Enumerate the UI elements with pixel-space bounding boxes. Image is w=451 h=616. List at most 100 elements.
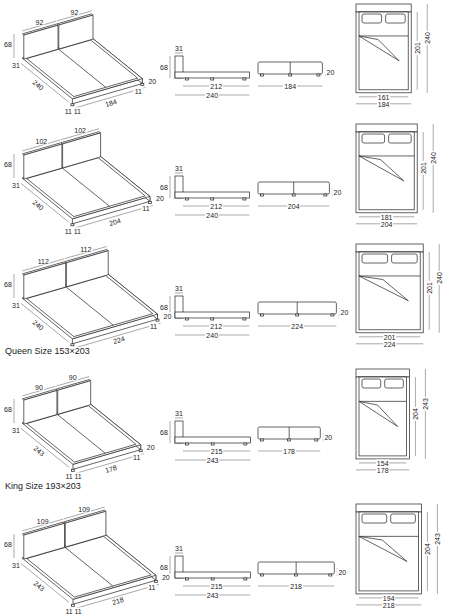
dimension-label: 68 [3,406,13,413]
pillow [392,254,418,263]
dimension-label: 243 [434,532,441,546]
size-heading: Queen Size 153×203 [4,347,91,356]
bed-leg [72,604,75,606]
frame-side-view [175,437,250,443]
bed-leg [148,201,151,203]
dimension-label: 204 [424,542,431,556]
dimension-label: 243 [206,592,220,599]
dimension-line [170,56,171,78]
size-heading: King Size 193×203 [4,482,82,491]
bed-frame-top [356,252,423,333]
headboard-top [356,244,423,252]
dimension-label: 68 [3,541,13,548]
dimension-label: 68 [3,161,13,168]
dimension-label: 212 [209,203,223,210]
dimension-label: 243 [31,579,46,593]
bed-leg [186,198,189,200]
bed-leg [243,78,246,80]
bed-frame-top [356,377,409,459]
dimension-label: 90 [68,374,78,381]
dimension-label: 201 [420,162,427,176]
bed-leg [288,439,291,441]
blanket-fold [359,156,404,181]
dimension-label: 218 [382,601,396,608]
dimension-line [18,561,69,602]
bed-leg [261,194,264,196]
dimension-label: 181 [380,213,394,220]
headboard-top [356,369,409,377]
dimension-label: 11 [149,323,158,330]
dimension-label: 68 [3,281,13,288]
headboard-cushion [24,25,58,59]
dimension-label: 240 [205,92,219,99]
bed-leg [244,578,247,580]
dimension-label: 31 [174,165,184,172]
dimension-label: 20 [147,77,157,84]
dimension-label: 92 [70,8,80,15]
dimension-label: 218 [111,596,126,607]
frame-front-view [258,427,320,439]
blanket-fold [359,401,398,426]
dimension-label: 240 [31,198,46,212]
bed-leg [186,318,189,320]
bed-leg [292,194,295,196]
dimension-label: 184 [377,100,391,107]
dimension-label: 109 [36,518,50,525]
dimension-label: 154 [376,459,390,466]
dimension-label: 240 [424,32,431,46]
center-rail [66,287,113,325]
frame-front-view [258,302,336,314]
pillow [389,134,412,143]
dimension-label: 204 [412,407,419,421]
dimension-label: 224 [383,340,397,347]
frame-front-view [258,62,322,74]
dimension-label: 11 [73,227,82,234]
headboard-cushion [24,144,62,179]
blanket-edge [359,155,414,156]
dimension-line [175,173,183,174]
dimension-label: 20 [155,195,165,202]
dimension-label: 204 [287,203,301,210]
blanket-edge [359,275,420,276]
dimension-line [14,534,15,558]
blanket-edge [359,35,408,36]
blanket-fold [359,36,399,61]
dimension-line [18,181,68,222]
pillow [362,134,385,143]
dimension-label: 201 [414,42,421,56]
dimension-label: 215 [210,448,224,455]
bed-frame-top [356,132,417,213]
dimension-line [425,369,426,459]
headboard-top [356,504,421,512]
bed-leg [261,574,264,576]
bed-leg [71,104,74,106]
dimension-label: 31 [11,562,21,569]
blanket-edge [359,401,406,402]
dimension-label: 215 [210,583,224,590]
dimension-label: 184 [283,83,297,90]
dimension-label: 31 [174,285,184,292]
headboard-cushion [63,133,101,168]
mattress [359,12,408,90]
bed-leg [139,450,142,452]
center-rail [62,168,109,206]
dimension-line [18,426,69,467]
dimension-label: 11 [64,608,73,615]
blanket-fold [359,276,408,301]
cushion-divider [289,427,290,439]
dimension-label: 20 [337,569,347,576]
bed-leg [71,224,74,226]
bed-leg [261,74,264,76]
frame-side-view [175,72,249,78]
pillow [391,514,416,523]
bed-leg [211,443,214,445]
dimension-label: 240 [436,272,443,286]
dimension-label: 102 [73,127,87,134]
dimension-line [76,584,159,608]
blanket-fold [359,536,407,561]
cushion-divider [296,562,297,574]
headboard-top [356,4,411,12]
dimension-label: 240 [31,318,46,332]
frame-side-view [175,192,249,198]
dimension-line [437,504,438,594]
